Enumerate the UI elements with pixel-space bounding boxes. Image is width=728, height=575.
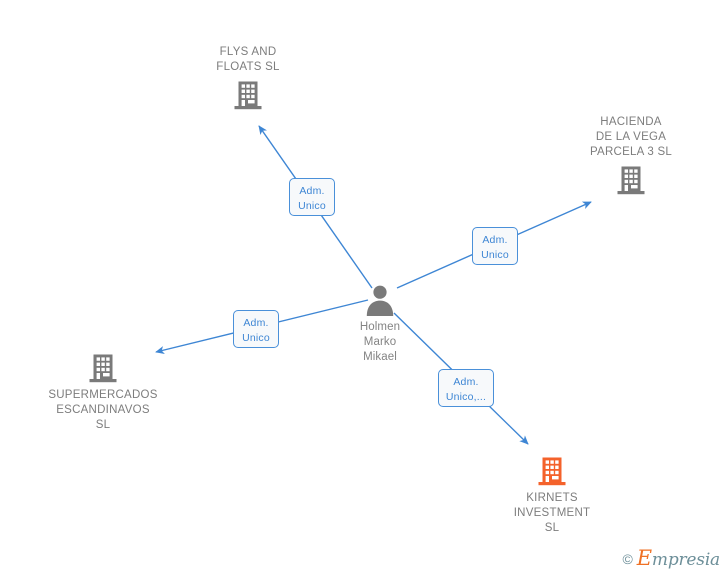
edge-label-hacienda-de-la-vega[interactable]: Adm. Unico — [472, 227, 518, 265]
node-company-supermercados-escandinavos-sl[interactable]: SUPERMERCADOS ESCANDINAVOS SL — [23, 352, 183, 433]
empresia-watermark: © Empresia — [622, 548, 720, 569]
building-icon — [168, 79, 328, 111]
person-icon — [300, 282, 460, 316]
brand-initial: E — [636, 546, 652, 570]
node-label-kirnets-investment-sl: KIRNETS INVESTMENT SL — [513, 492, 591, 534]
node-label-flys-and-floats-sl: FLYS AND FLOATS SL — [216, 46, 280, 73]
building-icon — [23, 352, 183, 384]
edge-label-kirnets-investment[interactable]: Adm. Unico,... — [438, 369, 494, 407]
node-label-person: Holmen Marko Mikael — [359, 321, 401, 363]
edge-label-flys-and-floats[interactable]: Adm. Unico — [289, 178, 335, 216]
edge-label-supermercados-escandinavos[interactable]: Adm. Unico — [233, 310, 279, 348]
brand-name: Empresia — [637, 548, 720, 569]
node-person-holmen-marko-mikael[interactable]: Holmen Marko Mikael — [300, 282, 460, 365]
node-company-hacienda-de-la-vega-parcela-3-sl[interactable]: HACIENDA DE LA VEGA PARCELA 3 SL — [551, 115, 711, 196]
node-company-flys-and-floats-sl[interactable]: FLYS AND FLOATS SL — [168, 45, 328, 111]
copyright-icon: © — [622, 550, 633, 567]
building-icon — [551, 164, 711, 196]
node-label-hacienda-de-la-vega-parcela-3-sl: HACIENDA DE LA VEGA PARCELA 3 SL — [589, 116, 673, 158]
brand-rest: mpresia — [651, 550, 720, 570]
building-icon — [472, 455, 632, 487]
node-company-kirnets-investment-sl[interactable]: KIRNETS INVESTMENT SL — [472, 455, 632, 536]
node-label-supermercados-escandinavos-sl: SUPERMERCADOS ESCANDINAVOS SL — [48, 389, 158, 431]
